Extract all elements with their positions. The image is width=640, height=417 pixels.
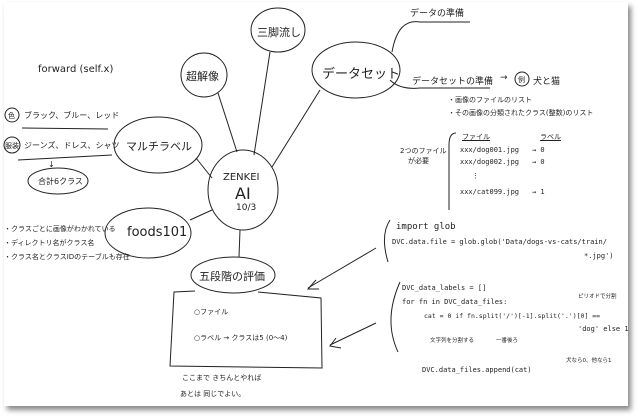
down-arrow-icon: ↓ bbox=[48, 160, 55, 169]
table-label: → 0 bbox=[532, 158, 545, 166]
sheet bbox=[4, 2, 628, 406]
table-bracket bbox=[448, 132, 457, 210]
arrow-code1 bbox=[307, 247, 377, 289]
link-prep-data bbox=[391, 21, 470, 53]
table-file: xxx/dog001.jpg bbox=[460, 146, 520, 154]
code-line: import glob bbox=[396, 222, 456, 232]
node-gosdankai[interactable]: 五段階の評価 bbox=[199, 270, 265, 283]
arrowhead-code1 bbox=[306, 279, 319, 290]
code-line: cat = 0 if fn.split('/')[-1].split('.')[… bbox=[424, 312, 601, 320]
node-multilabel-outline bbox=[113, 116, 203, 174]
link-dataset bbox=[271, 89, 321, 168]
table-file: xxx/cat099.jpg bbox=[460, 188, 520, 196]
link-sankyaku bbox=[253, 51, 271, 156]
node-chokaizo-outline bbox=[180, 52, 228, 98]
code-line: 'dog' else 1 bbox=[578, 325, 629, 333]
clothes-items: ジーンズ、ドレス、シャツ bbox=[24, 141, 120, 150]
node-chokaizo[interactable]: 超解像 bbox=[186, 70, 219, 83]
total-classes: 合計6クラス bbox=[38, 177, 83, 186]
table-label: → 1 bbox=[532, 188, 545, 196]
underline-clothes bbox=[17, 154, 113, 161]
link-gosdankai bbox=[238, 229, 241, 258]
node-dataset-outline bbox=[311, 41, 401, 99]
two-lists-note: 2つのファイル bbox=[400, 147, 447, 155]
link-prep-dataset bbox=[389, 79, 490, 89]
box-item: ○ラベル → クラスは5 (0〜4) bbox=[194, 334, 288, 342]
dataset-bullet: ・その画像の分類されたクラス(整数)のリスト bbox=[448, 109, 594, 117]
arrowhead-code2 bbox=[329, 337, 342, 349]
code1-bracket bbox=[384, 219, 391, 263]
node-sankyaku[interactable]: 三脚流し bbox=[257, 26, 301, 39]
code-line: DVC_data_labels = [] bbox=[402, 284, 487, 292]
table-label: → 0 bbox=[532, 146, 545, 154]
clothes-badge-outline bbox=[3, 136, 21, 154]
foods-note: ・ディレクトリ名がクラス名 bbox=[4, 239, 95, 247]
clothes-badge: 服装 bbox=[5, 142, 19, 150]
center-date: 10/3 bbox=[236, 203, 257, 213]
code-annotation: 一番後ろ bbox=[496, 338, 519, 344]
color-items: ブラック、ブルー、レッド bbox=[24, 111, 120, 120]
example-badge-outline bbox=[514, 71, 530, 87]
code-annotation: 文字列を分割する bbox=[430, 338, 475, 344]
two-lists-note: が必要 bbox=[408, 157, 429, 165]
table-file: xxx/dog002.jpg bbox=[460, 158, 520, 166]
node-foods-outline bbox=[104, 207, 192, 259]
underline-color bbox=[21, 127, 109, 130]
arrow-icon: → bbox=[500, 73, 508, 83]
code2-bracket bbox=[390, 281, 401, 353]
forward-note: forward (self.x) bbox=[38, 64, 114, 75]
example-badge: 例 bbox=[518, 76, 525, 84]
foods-note: ・クラス名とクラスIDのテーブルも存在 bbox=[4, 253, 130, 261]
node-gosdankai-outline bbox=[190, 256, 276, 294]
link-multilabel bbox=[195, 157, 213, 179]
node-sankyaku-outline bbox=[250, 7, 306, 53]
total-outline bbox=[27, 167, 89, 195]
box-footer: ここまで きちんとやれば bbox=[182, 374, 262, 382]
prep-data: データの準備 bbox=[410, 9, 465, 19]
color-badge-outline bbox=[4, 107, 20, 123]
box-footer: あとは 同じでよい。 bbox=[180, 390, 246, 398]
code-line: for fn in DVC_data_files: bbox=[402, 298, 508, 306]
center-outline bbox=[207, 149, 279, 231]
color-badge: 色 bbox=[8, 112, 15, 120]
code-annotation: ピリオドで分割 bbox=[578, 294, 617, 300]
code-annotation: 犬なら0、他なら1 bbox=[566, 358, 612, 364]
code-line: DVC.data.file = glob.glob('Data/dogs-vs-… bbox=[392, 238, 607, 246]
node-dataset[interactable]: データセット bbox=[322, 67, 401, 82]
table-ellipsis: ⋮ bbox=[472, 172, 479, 180]
box-item: ○ファイル bbox=[194, 308, 229, 316]
code-line: *.jpg') bbox=[584, 252, 614, 260]
center-ai: AI bbox=[235, 184, 251, 203]
link-foods bbox=[189, 209, 213, 221]
prep-dataset: データセットの準備 bbox=[412, 77, 494, 87]
link-chokaizo bbox=[217, 92, 238, 153]
foods-note: ・クラスごとに画像がわかれている bbox=[4, 225, 116, 233]
dataset-bullet: ・画像のファイルのリスト bbox=[448, 96, 532, 104]
code-line: DVC.data_files.append(cat) bbox=[422, 366, 532, 374]
rating-box bbox=[169, 290, 323, 369]
node-multilabel[interactable]: マルチラベル bbox=[126, 140, 192, 153]
col-file: ファイル bbox=[462, 133, 490, 141]
example: 犬と猫 bbox=[533, 77, 561, 87]
node-foods[interactable]: foods101 bbox=[127, 225, 188, 240]
col-label: ラベル bbox=[540, 133, 561, 141]
center-title[interactable]: ZENKEI bbox=[223, 172, 260, 183]
arrow-code2 bbox=[329, 322, 377, 346]
